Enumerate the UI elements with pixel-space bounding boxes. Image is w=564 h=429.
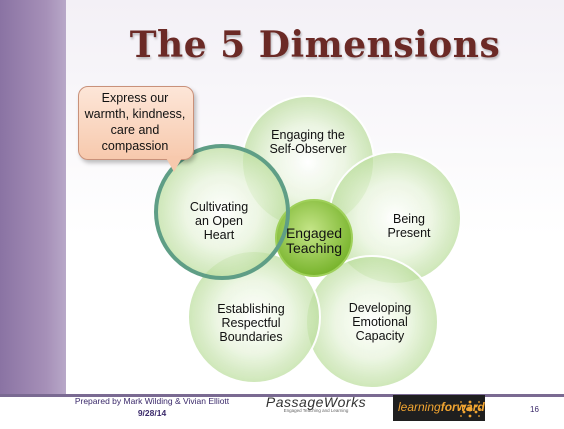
- label-respectful-boundaries: Establishing Respectful Boundaries: [191, 302, 311, 344]
- label-line: Developing: [348, 301, 412, 315]
- footer-author: Prepared by Mark Wilding & Vivian Elliot…: [74, 396, 230, 406]
- five-dimensions-diagram: [154, 95, 462, 389]
- label-self-observer: Engaging the Self-Observer: [248, 128, 368, 156]
- label-line: Establishing: [217, 302, 285, 316]
- callout-bubble: [78, 86, 194, 160]
- label-line: Emotional: [352, 315, 408, 329]
- learningforward-suffix: forward: [440, 400, 485, 414]
- label-line: Teaching: [285, 240, 343, 256]
- label-line: Heart: [203, 228, 235, 242]
- footer-date: 9/28/14: [137, 408, 167, 418]
- label-line: Self-Observer: [269, 142, 347, 156]
- learningforward-prefix: learning: [398, 400, 441, 414]
- callout-line: warmth, kindness,: [84, 107, 186, 121]
- callout-line: compassion: [101, 139, 169, 153]
- learningforward-wordmark: learningforward: [398, 400, 485, 414]
- label-line: Being: [393, 212, 425, 226]
- highlight-ring-open-heart: [154, 144, 290, 280]
- callout-line: Express our: [101, 91, 169, 105]
- label-line: an Open: [195, 214, 243, 228]
- passageworks-tagline: Engaged Teaching and Learning: [283, 408, 349, 413]
- footer-credit: Prepared by Mark Wilding & Vivian Elliot…: [64, 395, 240, 419]
- label-engaged-teaching: Engaged Teaching: [254, 226, 374, 256]
- center-circle-engaged-teaching: [275, 199, 353, 277]
- passageworks-logo: PassageWorks Engaged Teaching and Learni…: [262, 394, 370, 413]
- label-line: Engaged: [285, 225, 343, 241]
- label-line: Present: [387, 226, 431, 240]
- label-open-heart: Cultivating an Open Heart: [159, 200, 279, 242]
- callout-pointer: [165, 156, 183, 172]
- label-being-present: Being Present: [349, 212, 469, 240]
- slide-title: The 5 Dimensions: [129, 24, 501, 66]
- label-line: Engaging the: [271, 128, 345, 142]
- page-number: 16: [530, 405, 539, 414]
- callout-line: care and: [110, 123, 160, 137]
- callout-text: Express our warmth, kindness, care and c…: [78, 90, 192, 154]
- label-line: Respectful: [221, 316, 281, 330]
- left-sidebar-band: [0, 0, 66, 394]
- label-line: Cultivating: [189, 200, 249, 214]
- passageworks-name: PassageWorks: [265, 394, 367, 410]
- label-line: Capacity: [355, 329, 405, 343]
- label-line: Boundaries: [219, 330, 283, 344]
- label-emotional-capacity: Developing Emotional Capacity: [320, 301, 440, 343]
- starburst-icon: [459, 400, 481, 418]
